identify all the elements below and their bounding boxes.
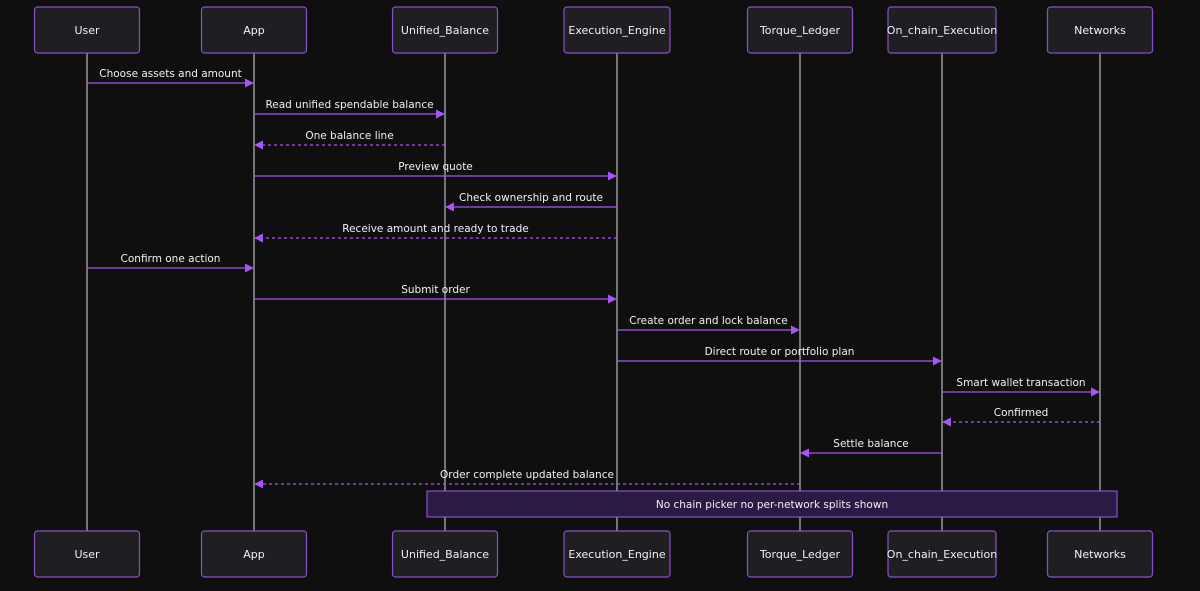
participant-execution-engine-bottom: Execution_Engine <box>563 530 671 578</box>
participants-top: User App Unified_Balance Execution_Engine To… <box>33 6 1154 54</box>
participants-bottom: User App Unified_Balance Execution_Engine To… <box>33 530 1154 578</box>
message-label: One balance line <box>305 130 393 142</box>
participant-box <box>1046 530 1154 578</box>
participant-on-chain-execution-top: On_chain_Execution <box>887 6 997 54</box>
participant-networks-top: Networks <box>1046 6 1154 54</box>
note-text: No chain picker no per-network splits sh… <box>656 499 888 511</box>
participant-label: Unified_Balance <box>401 548 489 561</box>
message-label: Confirmed <box>994 407 1049 419</box>
message-1: Choose assets and amount <box>87 68 254 88</box>
participant-box <box>33 6 141 54</box>
participant-box <box>33 530 141 578</box>
participant-torque-ledger-bottom: Torque_Ledger <box>746 530 854 578</box>
participant-box <box>200 6 308 54</box>
participant-box <box>887 530 997 578</box>
participant-app-top: App <box>200 6 308 54</box>
participant-box <box>887 6 997 54</box>
message-6: Receive amount and ready to trade <box>254 223 617 243</box>
participant-label: App <box>243 548 265 561</box>
participant-execution-engine-top: Execution_Engine <box>563 6 671 54</box>
participant-box <box>200 530 308 578</box>
participant-label: On_chain_Execution <box>887 24 997 37</box>
note: No chain picker no per-network splits sh… <box>426 490 1118 518</box>
participant-box <box>746 6 854 54</box>
participant-user-top: User <box>33 6 141 54</box>
message-label: Preview quote <box>398 161 473 173</box>
participant-unified-balance-bottom: Unified_Balance <box>391 530 499 578</box>
participant-label: Execution_Engine <box>568 548 665 561</box>
message-7: Confirm one action <box>87 253 254 273</box>
participant-box <box>746 530 854 578</box>
participant-label: User <box>74 548 100 561</box>
participant-torque-ledger-top: Torque_Ledger <box>746 6 854 54</box>
participant-user-bottom: User <box>33 530 141 578</box>
participant-box <box>563 6 671 54</box>
message-label: Submit order <box>401 284 470 296</box>
message-4: Preview quote <box>254 161 617 181</box>
participant-label: Torque_Ledger <box>759 548 841 561</box>
participant-box <box>563 530 671 578</box>
participant-label: User <box>74 24 100 37</box>
message-10: Direct route or portfolio plan <box>617 346 942 366</box>
message-12: Confirmed <box>942 407 1100 427</box>
participant-label: Networks <box>1074 548 1126 561</box>
participant-label: App <box>243 24 265 37</box>
message-8: Submit order <box>254 284 617 304</box>
participant-box <box>1046 6 1154 54</box>
message-label: Settle balance <box>833 438 908 450</box>
message-11: Smart wallet transaction <box>942 377 1100 397</box>
message-label: Choose assets and amount <box>99 68 241 80</box>
participant-app-bottom: App <box>200 530 308 578</box>
message-label: Confirm one action <box>121 253 221 265</box>
participant-label: Torque_Ledger <box>759 24 841 37</box>
message-5: Check ownership and route <box>445 192 617 212</box>
message-label: Receive amount and ready to trade <box>342 223 528 235</box>
lifelines <box>86 53 1101 531</box>
participant-box <box>391 530 499 578</box>
note-box <box>426 490 1118 518</box>
message-2: Read unified spendable balance <box>254 99 445 119</box>
participant-label: Unified_Balance <box>401 24 489 37</box>
message-14: Order complete updated balance <box>254 469 800 489</box>
message-3: One balance line <box>254 130 445 150</box>
message-label: Read unified spendable balance <box>265 99 433 111</box>
message-9: Create order and lock balance <box>617 315 800 335</box>
participant-networks-bottom: Networks <box>1046 530 1154 578</box>
participant-box <box>391 6 499 54</box>
message-label: Check ownership and route <box>459 192 603 204</box>
message-label: Smart wallet transaction <box>956 377 1085 389</box>
participant-label: Networks <box>1074 24 1126 37</box>
participant-label: Execution_Engine <box>568 24 665 37</box>
message-label: Order complete updated balance <box>440 469 614 481</box>
message-label: Direct route or portfolio plan <box>705 346 855 358</box>
message-label: Create order and lock balance <box>629 315 788 327</box>
participant-unified-balance-top: Unified_Balance <box>391 6 499 54</box>
participant-on-chain-execution-bottom: On_chain_Execution <box>887 530 997 578</box>
participant-label: On_chain_Execution <box>887 548 997 561</box>
message-13: Settle balance <box>800 438 942 458</box>
